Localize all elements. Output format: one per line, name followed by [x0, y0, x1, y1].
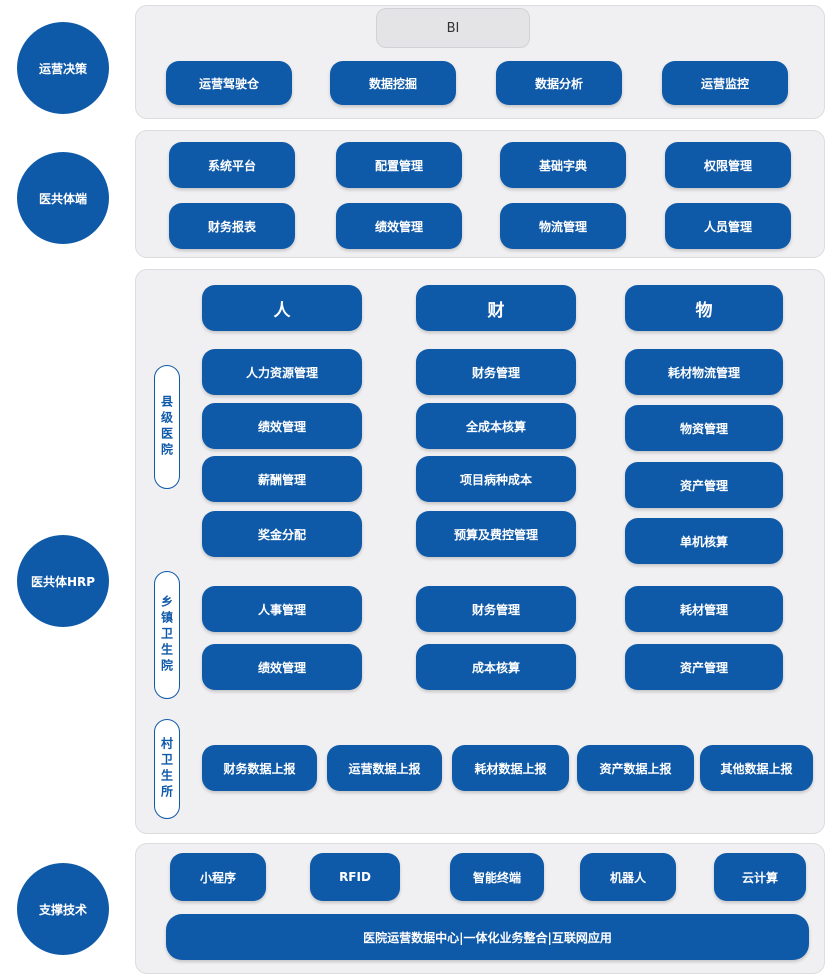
- village-report-consumables: 耗材数据上报: [452, 745, 569, 791]
- town-material-consumables: 耗材管理: [625, 586, 783, 632]
- operation-item-cockpit: 运营驾驶仓: [166, 61, 292, 105]
- hrp-header-people: 人: [202, 285, 362, 331]
- town-finance-management: 财务管理: [416, 586, 576, 632]
- system-item-config: 配置管理: [336, 142, 462, 188]
- county-people-hr: 人力资源管理: [202, 349, 362, 395]
- village-report-operation: 运营数据上报: [327, 745, 442, 791]
- town-finance-cost-accounting: 成本核算: [416, 644, 576, 690]
- support-item-cloud: 云计算: [714, 853, 806, 901]
- county-people-performance: 绩效管理: [202, 403, 362, 449]
- village-report-other: 其他数据上报: [700, 745, 813, 791]
- town-health-center-label: 乡镇卫生院: [154, 571, 180, 699]
- system-item-platform: 系统平台: [169, 142, 295, 188]
- county-finance-budget: 预算及费控管理: [416, 511, 576, 557]
- town-people-performance: 绩效管理: [202, 644, 362, 690]
- county-finance-disease-cost: 项目病种成本: [416, 456, 576, 502]
- operation-item-analysis: 数据分析: [496, 61, 622, 105]
- hrp-header-material: 物: [625, 285, 783, 331]
- layer-support-circle: 支撑技术: [17, 863, 109, 955]
- operation-item-mining: 数据挖掘: [330, 61, 456, 105]
- bi-tab: BI: [376, 8, 530, 48]
- county-finance-management: 财务管理: [416, 349, 576, 395]
- support-item-smart-terminal: 智能终端: [450, 853, 544, 901]
- town-people-personnel: 人事管理: [202, 586, 362, 632]
- layer-system-circle: 医共体端: [17, 152, 109, 244]
- operation-item-monitor: 运营监控: [662, 61, 788, 105]
- system-item-dictionary: 基础字典: [500, 142, 626, 188]
- system-item-logistics: 物流管理: [500, 203, 626, 249]
- system-item-finance-report: 财务报表: [169, 203, 295, 249]
- support-bottom-bar: 医院运营数据中心|一体化业务整合|互联网应用: [166, 914, 809, 960]
- system-item-performance: 绩效管理: [336, 203, 462, 249]
- county-material-assets: 资产管理: [625, 462, 783, 508]
- system-item-permission: 权限管理: [665, 142, 791, 188]
- village-report-assets: 资产数据上报: [577, 745, 694, 791]
- layer-hrp-circle: 医共体HRP: [17, 535, 109, 627]
- county-hospital-label: 县级医院: [154, 365, 180, 489]
- county-finance-full-cost: 全成本核算: [416, 403, 576, 449]
- support-item-rfid: RFID: [310, 853, 400, 901]
- county-people-salary: 薪酬管理: [202, 456, 362, 502]
- county-material-logistics: 耗材物流管理: [625, 349, 783, 395]
- hrp-header-finance: 财: [416, 285, 576, 331]
- county-material-supplies: 物资管理: [625, 405, 783, 451]
- support-item-mini-program: 小程序: [170, 853, 266, 901]
- layer-operation-circle: 运营决策: [17, 22, 109, 114]
- support-item-robot: 机器人: [580, 853, 676, 901]
- county-material-unit-accounting: 单机核算: [625, 518, 783, 564]
- village-clinic-label: 村卫生所: [154, 719, 180, 819]
- town-material-assets: 资产管理: [625, 644, 783, 690]
- county-people-bonus: 奖金分配: [202, 511, 362, 557]
- system-item-personnel: 人员管理: [665, 203, 791, 249]
- village-report-finance: 财务数据上报: [202, 745, 317, 791]
